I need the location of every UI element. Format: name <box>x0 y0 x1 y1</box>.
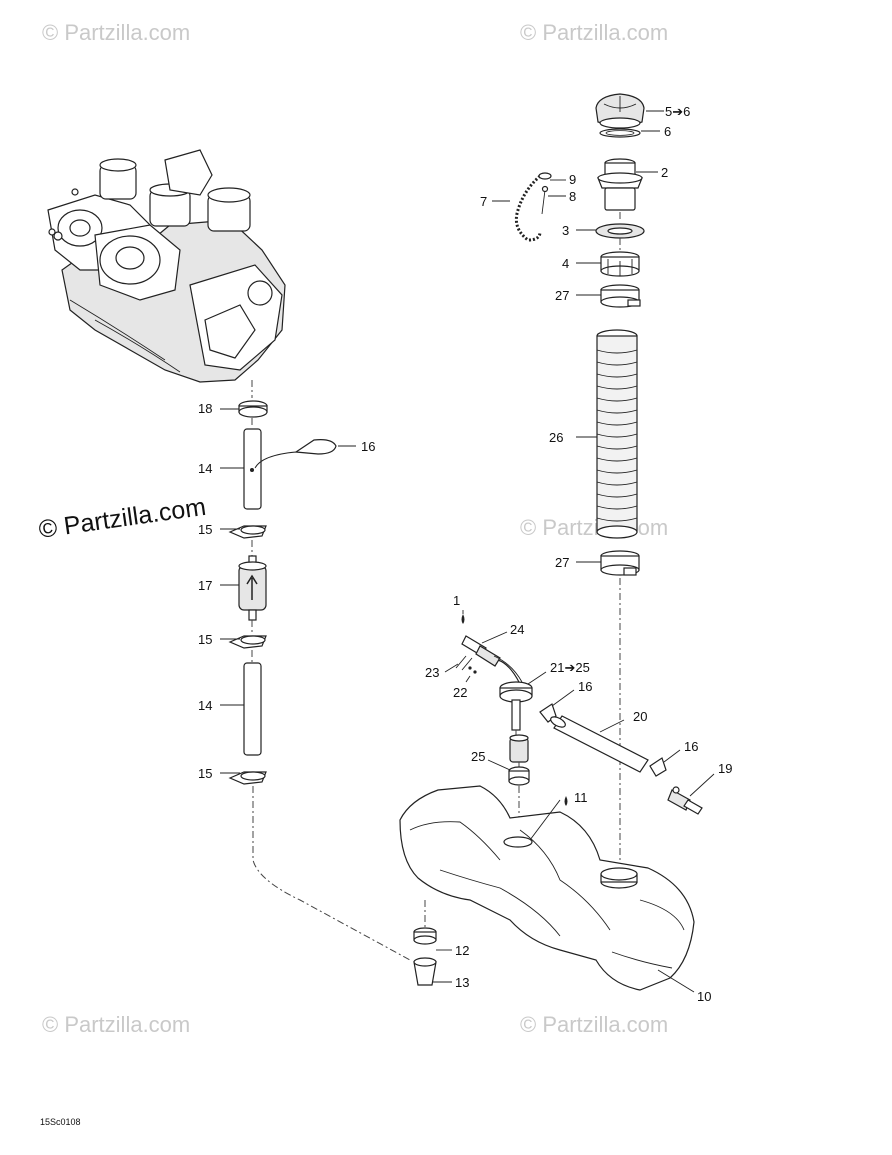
callout-27-bottom: 27 <box>555 555 569 570</box>
callout-15-a: 15 <box>198 522 212 537</box>
callout-2: 2 <box>661 165 668 180</box>
watermark: © Partzilla.com <box>520 1012 668 1037</box>
callout-11: 11 <box>574 790 588 805</box>
nut-22b <box>473 670 477 674</box>
callout-9: 9 <box>569 172 576 187</box>
clamp-18 <box>238 400 268 418</box>
callout-7: 7 <box>480 194 487 209</box>
ring-9 <box>538 172 552 180</box>
callout-4: 4 <box>562 256 569 271</box>
clamp-15c <box>228 771 267 785</box>
callout-20: 20 <box>633 709 647 724</box>
callout-13: 13 <box>455 975 469 990</box>
callout-24: 24 <box>510 622 524 637</box>
callout-15-c: 15 <box>198 766 212 781</box>
clamp-27b <box>600 550 640 576</box>
vent-hose-20 <box>550 715 649 773</box>
callout-27-top: 27 <box>555 288 569 303</box>
callout-18: 18 <box>198 401 212 416</box>
hose-dot <box>250 468 254 472</box>
callout-15-b: 15 <box>198 632 212 647</box>
callout-16-mid: 16 <box>578 679 592 694</box>
fuel-filter-icon <box>238 555 267 621</box>
watermark: © Partzilla.com <box>520 515 668 540</box>
check-valve-19 <box>667 786 703 815</box>
filler-neck-2 <box>597 158 643 211</box>
callout-25: 25 <box>471 749 485 764</box>
filler-cap-icon <box>595 93 645 129</box>
pin-8 <box>541 185 549 215</box>
callout-10: 10 <box>697 989 711 1004</box>
callout-6: 6 <box>664 124 671 139</box>
clamp-27a <box>600 284 641 308</box>
fuel-hose-lower <box>243 662 262 756</box>
tie-strap-16a <box>254 439 337 469</box>
diagram-code: 15Sc0108 <box>40 1117 81 1127</box>
drop-icon <box>461 614 465 624</box>
callout-14-upper: 14 <box>198 461 212 476</box>
watermark: © Partzilla.com <box>42 20 190 45</box>
drop-icon-11 <box>564 796 568 806</box>
callout-14-lower: 14 <box>198 698 212 713</box>
callout-16-left: 16 <box>361 439 375 454</box>
tie-strap-16c <box>649 757 667 777</box>
callout-17: 17 <box>198 578 212 593</box>
grommet-25a <box>509 734 529 763</box>
callout-16-right: 16 <box>684 739 698 754</box>
callout-26: 26 <box>549 430 563 445</box>
clamp-15b <box>228 635 267 649</box>
watermark: © Partzilla.com <box>42 1012 190 1037</box>
bellows-hose-icon <box>596 329 638 539</box>
vent-valve-24 <box>461 635 523 685</box>
main-watermark: © Partzilla.com <box>37 493 208 544</box>
callout-19: 19 <box>718 761 732 776</box>
grommet-25b <box>508 766 530 786</box>
callout-12: 12 <box>455 943 469 958</box>
fuel-tank-icon <box>399 785 695 991</box>
callout-22: 22 <box>453 685 467 700</box>
gasket-3 <box>595 223 645 239</box>
callout-21: 21➔25 <box>550 660 590 675</box>
callout-23: 23 <box>425 665 439 680</box>
engine-icon <box>47 149 286 383</box>
callout-5: 5➔6 <box>665 104 690 119</box>
tee-fitting-21 <box>499 681 533 731</box>
callout-3: 3 <box>562 223 569 238</box>
nut-4 <box>600 251 640 277</box>
watermark: © Partzilla.com <box>520 20 668 45</box>
nut-22 <box>468 666 472 670</box>
fitting-13 <box>413 957 437 986</box>
clamp-15a <box>228 525 267 539</box>
callout-8: 8 <box>569 189 576 204</box>
grommet-12 <box>413 927 437 945</box>
callout-1: 1 <box>453 593 460 608</box>
screws-23 <box>455 655 473 671</box>
tether-chain-7 <box>514 174 542 242</box>
